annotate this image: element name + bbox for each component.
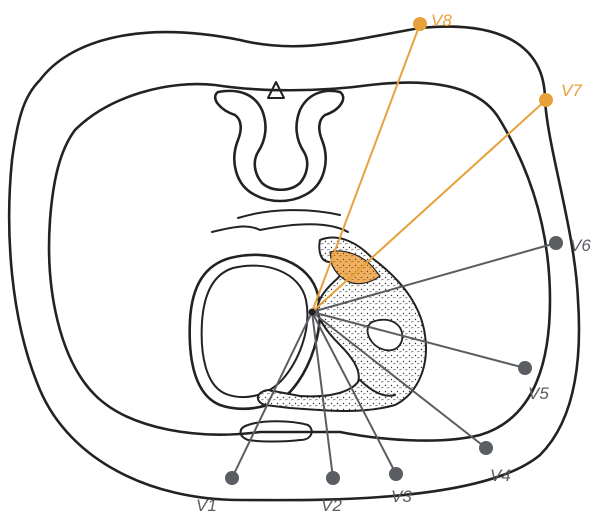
- rib-arc-upper: [238, 210, 340, 218]
- lead-line-v7: [312, 100, 546, 312]
- lead-label-v7: V7: [561, 81, 582, 100]
- electrode-marker-v8: [413, 17, 427, 31]
- lead-label-v8: V8: [431, 11, 452, 30]
- lead-label-v1: V1: [196, 496, 217, 515]
- electrode-marker-v4: [479, 441, 493, 455]
- electrode-marker-v6: [549, 236, 563, 250]
- lead-lines: [225, 17, 563, 485]
- lead-label-v3: V3: [391, 487, 412, 506]
- vertebra-outline: [215, 91, 343, 201]
- lung-outline-outer: [190, 255, 320, 409]
- electrode-marker-v7: [539, 93, 553, 107]
- lead-origin-point: [309, 309, 316, 316]
- lead-label-v5: V5: [528, 384, 549, 403]
- electrode-marker-v2: [326, 471, 340, 485]
- lead-label-v6: V6: [570, 236, 591, 255]
- lead-label-v4: V4: [490, 466, 511, 485]
- electrode-marker-v1: [225, 471, 239, 485]
- electrode-marker-v3: [389, 467, 403, 481]
- lung-outline-inner: [202, 266, 308, 397]
- lead-label-v2: V2: [321, 496, 342, 515]
- thoracic-cavity-outline: [49, 83, 550, 441]
- electrode-marker-v5: [518, 361, 532, 375]
- rib-arc-lower: [212, 224, 348, 232]
